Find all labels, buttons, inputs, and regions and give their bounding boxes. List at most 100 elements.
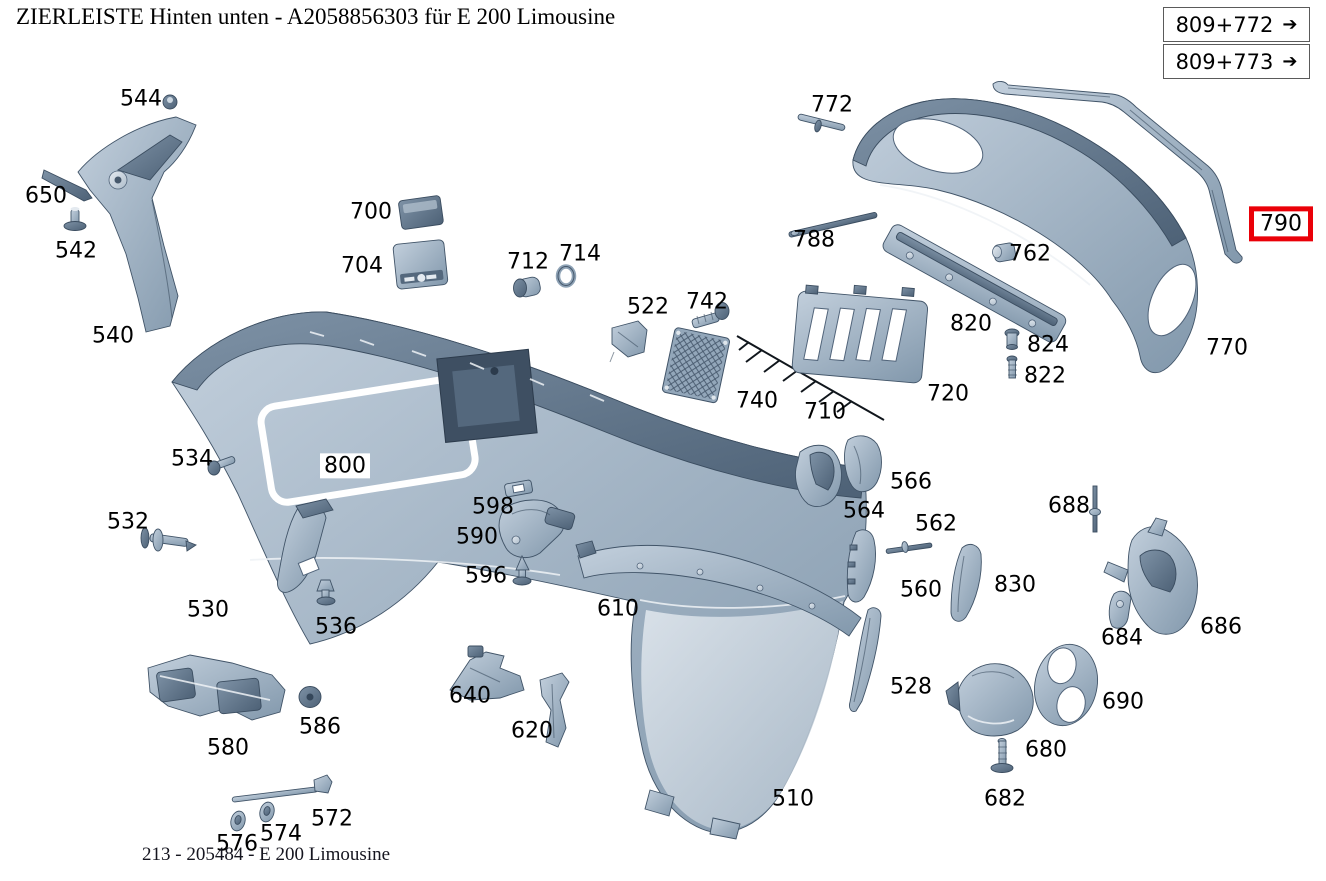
part-830-drawing (950, 544, 982, 622)
part-label-770[interactable]: 770 (1206, 335, 1248, 361)
part-label-720[interactable]: 720 (927, 381, 969, 407)
part-596-drawing (512, 554, 532, 586)
reference-links: 809+772 ➔ 809+773 ➔ (1163, 7, 1310, 81)
part-label-822[interactable]: 822 (1024, 363, 1066, 389)
page-title: ZIERLEISTE Hinten unten - A2058856303 fü… (16, 4, 616, 29)
part-590-drawing (498, 499, 576, 559)
part-820-drawing (882, 224, 1067, 343)
part-684-drawing (1108, 590, 1132, 629)
arrow-right-icon: ➔ (1282, 50, 1298, 72)
part-label-510[interactable]: 510 (772, 786, 814, 812)
part-label-680[interactable]: 680 (1025, 737, 1067, 763)
part-label-704[interactable]: 704 (341, 253, 383, 279)
part-544-drawing (162, 94, 178, 110)
part-label-562[interactable]: 562 (915, 511, 957, 537)
part-label-542[interactable]: 542 (55, 238, 97, 264)
part-label-712[interactable]: 712 (507, 249, 549, 275)
part-740-drawing (661, 327, 730, 404)
part-label-820[interactable]: 820 (950, 311, 992, 337)
part-label-824[interactable]: 824 (1027, 332, 1069, 358)
part-704-drawing (392, 239, 449, 290)
part-530-drawing (277, 498, 334, 593)
part-772-drawing (797, 113, 846, 133)
part-label-762[interactable]: 762 (1009, 241, 1051, 267)
part-label-714[interactable]: 714 (559, 241, 601, 267)
part-542-drawing (63, 207, 87, 231)
part-822-drawing (1006, 355, 1018, 379)
part-label-530[interactable]: 530 (187, 597, 229, 623)
part-label-596[interactable]: 596 (465, 563, 507, 589)
ref-link-label: 809+772 (1175, 12, 1274, 37)
part-label-772[interactable]: 772 (811, 92, 853, 118)
part-528-drawing (849, 607, 882, 712)
part-label-788[interactable]: 788 (793, 227, 835, 253)
part-824-drawing (1004, 328, 1020, 350)
part-label-586[interactable]: 586 (299, 714, 341, 740)
part-580-drawing (147, 654, 286, 721)
part-label-580[interactable]: 580 (207, 735, 249, 761)
part-label-534[interactable]: 534 (171, 446, 213, 472)
part-540-drawing (77, 116, 197, 333)
part-762-drawing (992, 242, 1017, 263)
part-label-640[interactable]: 640 (449, 683, 491, 709)
part-label-560[interactable]: 560 (900, 577, 942, 603)
part-label-590[interactable]: 590 (456, 524, 498, 550)
part-label-576[interactable]: 576 (216, 831, 258, 857)
part-640-drawing (449, 645, 525, 701)
part-label-690[interactable]: 690 (1102, 689, 1144, 715)
part-label-700[interactable]: 700 (350, 199, 392, 225)
part-680-drawing (945, 663, 1034, 737)
part-label-574[interactable]: 574 (260, 821, 302, 847)
part-label-528[interactable]: 528 (890, 674, 932, 700)
part-712-drawing (513, 276, 541, 298)
part-788-drawing (788, 212, 878, 238)
part-label-740[interactable]: 740 (736, 388, 778, 414)
part-610-drawing (575, 540, 862, 637)
part-label-532[interactable]: 532 (107, 509, 149, 535)
part-790-drawing (992, 81, 1243, 264)
part-536-drawing (316, 579, 336, 606)
part-700-drawing (398, 195, 444, 230)
part-label-566[interactable]: 566 (890, 469, 932, 495)
part-label-800[interactable]: 800 (320, 453, 370, 479)
part-label-544[interactable]: 544 (120, 86, 162, 112)
part-label-522[interactable]: 522 (627, 294, 669, 320)
part-598-drawing (504, 479, 533, 498)
part-label-610[interactable]: 610 (597, 596, 639, 622)
part-572-drawing (231, 774, 333, 803)
part-742-drawing (691, 302, 730, 329)
part-532-drawing (140, 527, 197, 552)
part-620-drawing (539, 672, 570, 748)
part-label-620[interactable]: 620 (511, 718, 553, 744)
part-714-drawing (555, 264, 577, 288)
part-770-drawing (852, 98, 1198, 374)
arrow-right-icon: ➔ (1282, 13, 1298, 35)
part-label-790-highlighted[interactable]: 790 (1249, 206, 1313, 242)
part-label-710[interactable]: 710 (804, 399, 846, 425)
part-650-drawing (41, 169, 93, 202)
part-564-drawing (795, 444, 842, 507)
part-label-682[interactable]: 682 (984, 786, 1026, 812)
part-label-688[interactable]: 688 (1048, 493, 1090, 519)
part-label-830[interactable]: 830 (994, 572, 1036, 598)
part-label-540[interactable]: 540 (92, 323, 134, 349)
part-566-drawing (844, 435, 882, 493)
part-574-drawing (259, 801, 275, 823)
part-534-drawing (207, 456, 236, 476)
ref-link-809-772[interactable]: 809+772 ➔ (1163, 7, 1310, 42)
part-label-598[interactable]: 598 (472, 494, 514, 520)
ref-link-809-773[interactable]: 809+773 ➔ (1163, 44, 1310, 79)
part-560-drawing (846, 529, 876, 603)
part-label-564[interactable]: 564 (843, 498, 885, 524)
part-label-536[interactable]: 536 (315, 614, 357, 640)
part-682-drawing (990, 738, 1014, 773)
part-720-drawing (791, 284, 929, 384)
part-label-686[interactable]: 686 (1200, 614, 1242, 640)
part-label-572[interactable]: 572 (311, 806, 353, 832)
part-690-drawing (1034, 643, 1098, 727)
part-label-650[interactable]: 650 (25, 183, 67, 209)
part-label-742[interactable]: 742 (686, 289, 728, 315)
part-label-684[interactable]: 684 (1101, 625, 1143, 651)
